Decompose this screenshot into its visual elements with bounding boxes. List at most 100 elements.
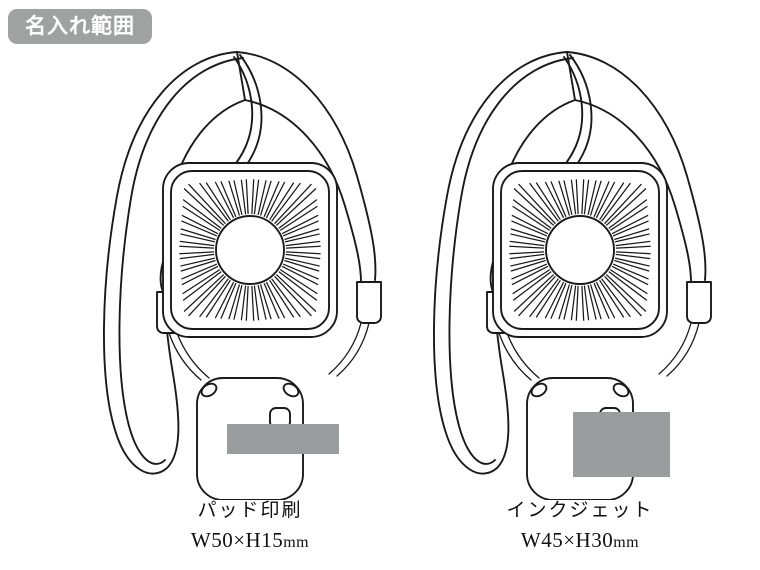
caption-pad-print: パッド印刷 W50×H15mm [85,498,415,554]
fan-spoke [614,253,651,267]
fan-grille [162,162,338,338]
fan-spoke [233,284,247,321]
fan-spoke [595,279,625,319]
fan-spoke [179,253,216,267]
product-illustration-pad-print [85,30,415,500]
fan-spoke [563,284,577,321]
imprint-area-badge: 名入れ範囲 [8,9,152,44]
lanyard-cord-ends [168,322,370,381]
fan-spoke [511,205,551,235]
fan-spoke [275,271,318,312]
print-size-label: W45×H30mm [415,526,745,554]
fan-spoke [595,181,625,221]
fan-spoke [550,180,571,218]
fan-spoke [511,265,551,295]
fan-spoke [285,245,321,255]
fan-spoke [181,205,221,235]
fan-spoke [612,259,650,280]
fan-spoke [601,275,642,318]
fan-spoke [583,179,597,216]
fan-spoke [612,220,650,241]
fan-spoke [282,259,320,280]
eyelet-right [282,382,300,398]
fan-spokes [509,179,651,321]
fan-spoke [180,220,218,241]
fan-spoke [510,259,548,280]
fan-spoke [271,182,312,225]
fan-hub [545,215,615,285]
fan-spoke [282,220,320,241]
fan-spoke [509,233,546,247]
fan-spoke [535,181,565,221]
fan-spoke [253,284,267,321]
fan-spoke [284,253,321,267]
fan-spoke [275,188,318,229]
fan-spoke [259,180,280,218]
fan-spoke [181,265,221,295]
fan-spoke [188,182,229,225]
fan-spoke [279,205,319,235]
caption-inkjet: インクジェット W45×H30mm [415,498,745,554]
fan-spokes [179,179,321,321]
print-size-unit: mm [283,533,310,551]
product-illustration-inkjet [415,30,745,500]
fan-spoke [265,181,295,221]
fan-spoke [550,282,571,320]
fan-spoke [271,275,312,318]
fan-spoke [182,271,225,312]
print-size-value: W45×H30 [520,527,614,552]
fan-spoke [609,205,649,235]
fan-spoke [284,233,321,247]
fan-spoke [601,182,642,225]
fan-grille [492,162,668,338]
fan-spoke [614,233,651,247]
lanyard-cord-ends [498,322,700,381]
fan-spoke [220,282,241,320]
fan-spoke [265,279,295,319]
fan-spoke [589,180,610,218]
fan-spoke [615,245,651,255]
fan-spoke [279,265,319,295]
fan-spoke [609,265,649,295]
print-area-swatch [227,424,339,454]
eyelet-right [612,382,630,398]
strap-sleeve-right [356,281,382,324]
fan-body [196,377,339,500]
fan-spoke [179,245,215,255]
fan-spoke [245,179,255,215]
fan-hub [215,215,285,285]
fan-spoke [509,253,546,267]
fan-spoke [512,271,555,312]
print-size-unit: mm [613,533,640,551]
fan-spoke [589,282,610,320]
print-area-swatch [573,412,670,477]
fan-spoke [510,220,548,241]
fan-spoke [253,179,267,216]
fan-spoke [188,275,229,318]
fan-spoke [518,182,559,225]
fan-spoke [233,179,247,216]
fan-spoke [575,179,585,215]
fan-spoke [518,275,559,318]
eyelet-left [530,382,548,398]
fan-spoke [180,259,218,280]
print-method-label: インクジェット [506,499,654,521]
fan-spoke [205,279,235,319]
fan-spoke [179,233,216,247]
eyelet-left [200,382,218,398]
strap-sleeve-right [686,281,712,324]
fan-spoke [575,285,585,321]
fan-spoke [535,279,565,319]
fan-spoke [259,282,280,320]
fan-spoke [509,245,545,255]
fan-spoke [605,188,648,229]
fan-spoke [605,271,648,312]
print-method-label: パッド印刷 [197,499,303,521]
fan-spoke [583,284,597,321]
print-size-value: W50×H15 [190,527,284,552]
fan-spoke [182,188,225,229]
fan-spoke [205,181,235,221]
fan-spoke [245,285,255,321]
fan-spoke [563,179,577,216]
